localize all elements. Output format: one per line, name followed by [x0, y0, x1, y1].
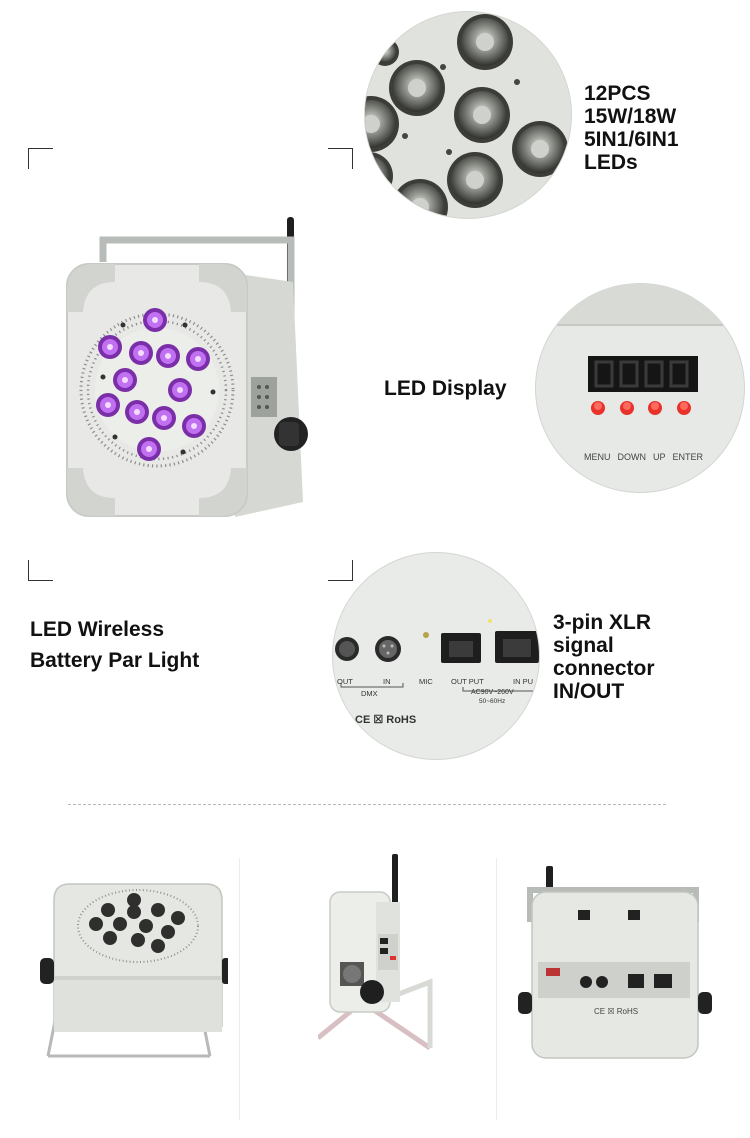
svg-text:CE ☒ RoHS: CE ☒ RoHS	[594, 1007, 638, 1016]
xlr-label-line-3: connector	[553, 657, 655, 680]
xlr-connector-label: 3-pin XLR signal connector IN/OUT	[553, 611, 655, 703]
product-name: LED Wireless Battery Par Light	[30, 614, 199, 676]
product-name-line-1: LED Wireless	[30, 618, 165, 641]
leds-spec-line-2: 15W/18W	[584, 105, 677, 128]
product-rear-view-image: CE ☒ RoHS	[516, 862, 716, 1062]
led-display-closeup-image: MENU DOWN UP ENTER	[536, 284, 744, 492]
par-light-drawing	[66, 217, 308, 517]
main-product-image	[55, 212, 320, 527]
rear-panel-drawing	[335, 619, 539, 692]
leds-spec-line-3: 5IN1/6IN1	[584, 128, 679, 151]
view-separator-1	[239, 858, 240, 1120]
leds-spec-label: 12PCS 15W/18W 5IN1/6IN1 LEDs	[584, 82, 679, 174]
section-divider	[68, 804, 666, 805]
view-separator-2	[496, 858, 497, 1120]
leds-spec-line-4: LEDs	[584, 151, 638, 174]
label-input: IN PU	[513, 677, 534, 686]
xlr-label-line-1: 3-pin XLR	[553, 611, 651, 634]
up-button-label: UP	[653, 452, 666, 462]
label-output: OUT PUT	[451, 677, 484, 686]
led-display-label: LED Display	[384, 377, 507, 400]
enter-button-label: ENTER	[672, 452, 704, 462]
led-lens-group	[365, 14, 568, 218]
menu-button-label: MENU	[584, 452, 611, 462]
xlr-label-line-2: signal	[553, 634, 614, 657]
frame-corner-bottom-left	[28, 560, 53, 581]
display-buttons	[591, 401, 691, 415]
frame-corner-top-left	[28, 148, 53, 169]
label-out: OUT	[337, 677, 353, 686]
leds-spec-line-1: 12PCS	[584, 82, 651, 105]
label-dmx: DMX	[361, 689, 378, 698]
label-in: IN	[383, 677, 391, 686]
led-closeup-image	[365, 12, 571, 218]
product-name-line-2: Battery Par Light	[30, 649, 200, 672]
product-side-view-image	[316, 852, 438, 1052]
purple-led-array	[96, 308, 210, 461]
label-voltage: AC90V~260V	[471, 689, 514, 696]
label-mic: MIC	[419, 677, 433, 686]
frame-corner-top-right	[328, 148, 353, 169]
label-frequency: 50~60Hz	[479, 698, 506, 705]
frame-corner-bottom-right	[328, 560, 353, 581]
product-front-view-image	[38, 876, 230, 1066]
certification-marks: CE ☒ RoHS	[355, 714, 417, 726]
down-button-label: DOWN	[617, 452, 647, 462]
led-closeup-drawing	[365, 14, 568, 218]
display-button-labels: MENU DOWN UP ENTER	[584, 452, 734, 462]
xlr-label-line-4: IN/OUT	[553, 680, 625, 703]
rear-panel-closeup-image: OUT IN DMX MIC OUT PUT IN PU AC90V~260V …	[333, 553, 539, 759]
